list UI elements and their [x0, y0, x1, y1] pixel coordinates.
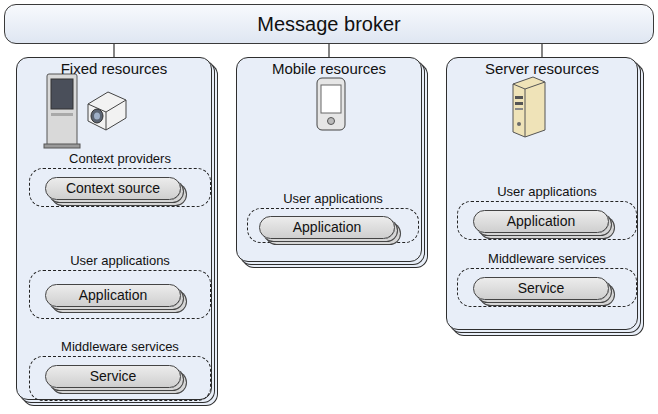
connector-line [541, 44, 542, 57]
server-icon [513, 77, 545, 137]
box-title: Message broker [257, 5, 400, 43]
group-heading: Context providers [69, 151, 171, 167]
group-frame: User applicationsApplication [457, 184, 637, 240]
group-heading: Middleware services [61, 339, 179, 355]
component-label: Application [79, 285, 148, 306]
component-label: Context source [66, 178, 160, 199]
broker-band: Message broker [4, 4, 654, 44]
component-box: Application [473, 210, 609, 233]
phone-icon [317, 78, 345, 130]
component-box: Context source [45, 177, 181, 200]
group-frame: Middleware servicesService [457, 251, 637, 307]
box-title: Mobile resources [272, 60, 386, 78]
projector-icon [88, 92, 126, 130]
group-heading: Middleware services [488, 251, 606, 267]
box-title: Server resources [485, 60, 599, 78]
component-label: Service [90, 366, 137, 387]
group-frame: User applicationsApplication [247, 191, 419, 243]
component-box: Service [45, 365, 181, 388]
component-label: Application [293, 217, 362, 238]
kiosk-icon [44, 74, 80, 148]
component-label: Service [518, 278, 565, 299]
connector-line [113, 44, 114, 57]
component-box: Application [45, 284, 181, 307]
component-box: Application [259, 216, 395, 239]
component-box: Service [473, 277, 609, 300]
group-frame: User applicationsApplication [29, 253, 211, 319]
group-heading: User applications [70, 253, 170, 269]
group-heading: User applications [283, 191, 383, 207]
group-heading: User applications [497, 184, 597, 200]
group-frame: Middleware servicesService [29, 339, 211, 401]
connector-line [328, 44, 329, 57]
group-frame: Context providersContext source [29, 151, 211, 207]
component-label: Application [507, 211, 576, 232]
box-title: Fixed resources [61, 60, 168, 78]
